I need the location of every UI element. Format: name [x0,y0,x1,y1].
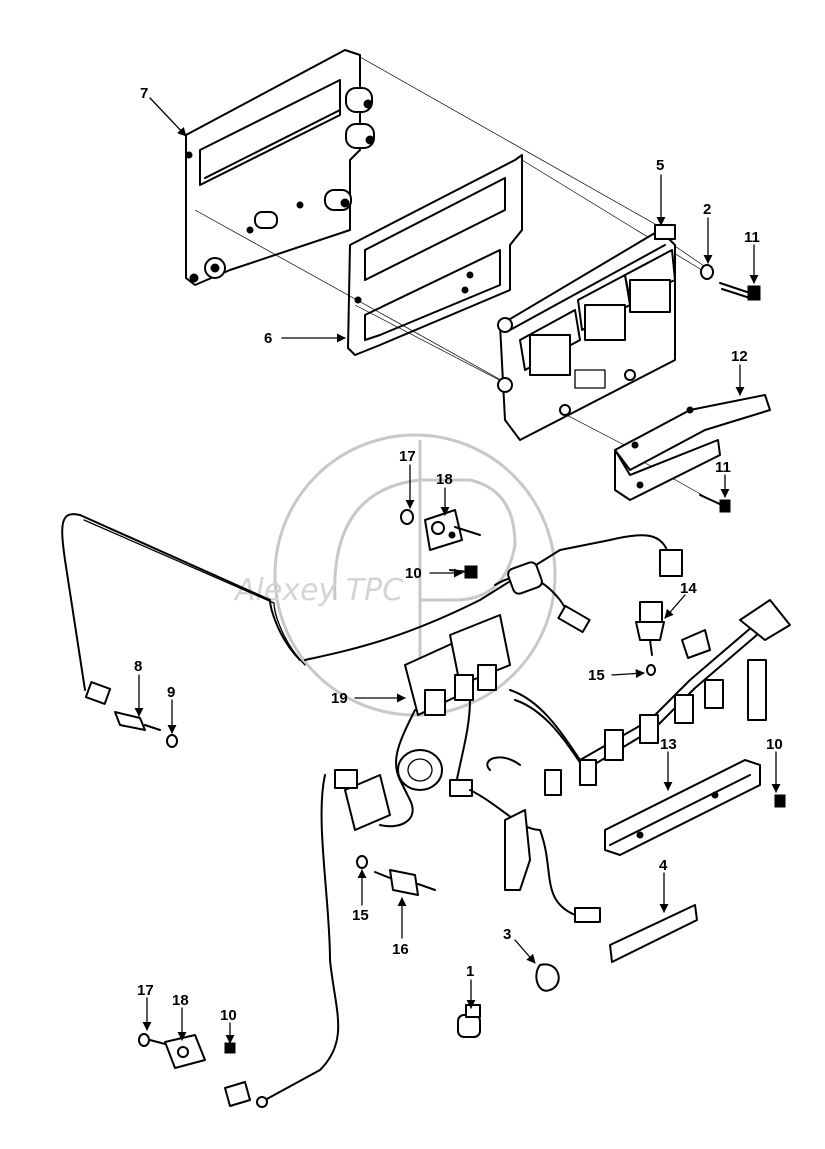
clip-3 [535,963,560,992]
washer-15-right [646,664,656,676]
callout-7: 7 [140,85,148,102]
bolt-11-top [719,282,761,301]
callout-5: 5 [656,157,664,174]
callout-17-bottom: 17 [137,982,154,999]
bolt-11-bottom [699,494,731,513]
callout-8: 8 [134,658,142,675]
callout-arrows [134,97,781,1044]
callout-9: 9 [167,684,175,701]
callout-2: 2 [703,201,711,218]
callout-1: 1 [466,963,474,980]
washer-15-left [356,855,368,869]
callout-10-right: 10 [766,736,783,753]
gasket [347,154,523,356]
callout-labels: 7 5 2 11 6 12 11 17 18 10 14 15 19 8 9 1… [134,85,783,1024]
sensor-16 [374,869,436,896]
washer-2 [700,264,714,280]
callout-14: 14 [680,580,697,597]
wiring-harness [61,513,791,1108]
mounting-plate [185,49,375,286]
callout-19: 19 [331,690,348,707]
watermark-text: Alexey TPC [233,573,403,608]
callout-10-top: 10 [405,565,422,582]
sensor-18-top [400,509,481,579]
callout-18-top: 18 [436,471,453,488]
o-ring-9 [166,734,178,748]
callout-13: 13 [660,736,677,753]
label-4 [609,904,698,963]
rail-13 [604,759,786,856]
sensor-18-bottom [138,1033,236,1069]
callout-3: 3 [503,926,511,943]
callout-6: 6 [264,330,272,347]
callout-18-bottom: 18 [172,992,189,1009]
watermark: Alexey TPC [233,433,557,717]
callout-17-top: 17 [399,448,416,465]
callout-12: 12 [731,348,748,365]
sender-14 [635,601,665,656]
callout-10-bottom: 10 [220,1007,237,1024]
callout-15-left: 15 [352,907,369,924]
ecm-module [497,224,676,441]
sensor-8 [114,711,161,731]
callout-4: 4 [659,857,668,874]
callout-16: 16 [392,941,409,958]
bracket-12 [614,394,771,501]
callout-11-bottom: 11 [715,459,731,476]
callout-15-right: 15 [588,667,605,684]
callout-11-top: 11 [744,229,760,246]
grommet-1 [457,1004,481,1038]
